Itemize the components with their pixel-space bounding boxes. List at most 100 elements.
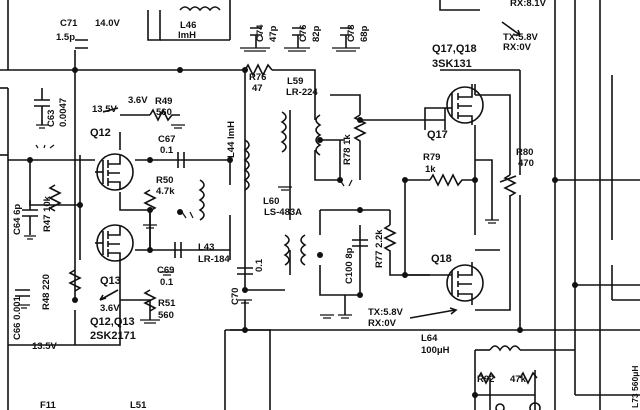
label-q12: Q12: [90, 127, 111, 139]
label-l59-ref: L59: [287, 76, 303, 87]
label-v135-bot: 13.5V: [32, 341, 57, 352]
label-r51-val: 560: [158, 310, 174, 321]
label-r76-val: 47: [252, 83, 263, 94]
resistor-r51: [143, 289, 157, 312]
label-c69-ref: C69: [157, 265, 174, 276]
label-tx58-bot: TX:5.8V: [368, 307, 404, 318]
bottom-right-symbol: [495, 402, 541, 410]
capacitor-c69: [174, 242, 182, 258]
label-c63-val: 0.0047: [58, 98, 69, 127]
junction-dots: [27, 67, 578, 398]
transistor-q17: [445, 84, 484, 125]
label-r79-val: 1k: [425, 164, 436, 175]
label-2sk2171: 2SK2171: [90, 330, 136, 342]
resistor-r77: [383, 224, 397, 255]
component-labels: C71 1.5p 14.0V L46 lmH C74 47p C76 82p C…: [12, 0, 640, 410]
capacitor-c64: [22, 200, 38, 235]
label-r49-ref: R49: [155, 96, 172, 107]
label-c76-val: 82p: [311, 25, 322, 42]
label-r76-ref: R76: [249, 72, 266, 83]
label-f11: F11: [40, 400, 57, 410]
label-c78-ref: C78: [346, 25, 357, 42]
transistor-q13: [95, 224, 134, 262]
label-q17q18: Q17,Q18: [432, 43, 477, 55]
resistor-r49: [149, 108, 180, 122]
resistor-r47: [48, 184, 62, 212]
resistor-r80: [499, 174, 517, 197]
resistor-r50: [143, 189, 183, 215]
resistor-r78: [353, 114, 367, 150]
label-rx-top: RX:8.1V: [510, 0, 547, 9]
capacitor-c76: [292, 27, 304, 48]
label-q17: Q17: [427, 129, 448, 141]
capacitor-c74: [250, 27, 262, 48]
label-tx58-top: TX:5.8V: [503, 32, 539, 43]
label-r50-ref: R50: [156, 175, 173, 186]
label-47k: 47k: [510, 374, 527, 385]
label-l60-val: LS-483A: [264, 207, 302, 218]
label-r48: R48 220: [41, 274, 52, 310]
label-r50-val: 4.7k: [156, 186, 175, 197]
label-l44: L44 lmH: [226, 121, 237, 158]
label-c74-val: 47p: [268, 25, 279, 42]
label-l64-val: 100μH: [421, 345, 450, 356]
label-c63-ref: C63: [46, 110, 57, 127]
label-l46-ref: L46: [180, 20, 196, 31]
label-v135: 13.5V: [92, 104, 117, 115]
label-q13: Q13: [100, 275, 121, 287]
ground-symbols: [18, 47, 499, 324]
label-l43-val: LR-184: [198, 254, 230, 265]
label-l64-ref: L64: [421, 333, 438, 344]
capacitor-c78: [340, 27, 352, 48]
inductor-l46: [179, 6, 221, 12]
label-c69-val: 0.1: [160, 277, 174, 288]
resistor-r48: [68, 269, 82, 292]
label-c66: C66 0.001: [12, 295, 23, 340]
label-c70-val: 0.1: [254, 258, 265, 272]
label-c74-ref: C74: [255, 24, 266, 42]
transistor-q18: [430, 262, 484, 305]
capacitor-c63: [34, 88, 50, 125]
label-c76-ref: C76: [298, 25, 309, 42]
label-c78-val: 68p: [359, 25, 370, 42]
label-c64: C64 6p: [12, 204, 23, 235]
capacitor-c100: [352, 239, 368, 247]
label-c71-ref: C71: [60, 18, 78, 29]
label-3sk131: 3SK131: [432, 58, 472, 70]
resistor-47k: [519, 371, 538, 385]
label-r77: R77 2.2k: [374, 229, 385, 268]
capacitor-c66: [15, 289, 30, 297]
inductor-l64: [489, 345, 521, 352]
label-q12q13: Q12,Q13: [90, 316, 135, 328]
label-c100: C100 8p: [344, 247, 355, 284]
resistor-r76: [244, 63, 273, 77]
label-l43-ref: L43: [198, 242, 214, 253]
inductor-l59: [280, 111, 287, 153]
label-r80-ref: R80: [516, 147, 533, 158]
label-v36-top: 3.6V: [128, 95, 148, 106]
label-rx0-bot: RX:0V: [368, 318, 397, 329]
label-q18: Q18: [431, 253, 452, 265]
label-r79-ref: R79: [423, 152, 440, 163]
label-r47: R47 10k: [42, 195, 53, 232]
label-c67-val: 0.1: [160, 145, 174, 156]
resistor-r92: [477, 371, 496, 385]
inductor-l60: [283, 234, 307, 266]
label-r80-val: 470: [518, 158, 534, 169]
transistor-q12: [95, 153, 134, 191]
label-c67-ref: C67: [158, 134, 175, 145]
inductor-l44: [243, 139, 250, 191]
label-r51-ref: R51: [158, 298, 176, 309]
label-r49-val: 560: [156, 107, 172, 118]
label-c71-val: 1.5p: [56, 32, 75, 43]
label-r78: R78 1k: [342, 134, 353, 165]
label-v14: 14.0V: [95, 18, 120, 29]
capacitor-c71: [75, 39, 88, 49]
label-l60-ref: L60: [263, 196, 279, 207]
arrows: [99, 21, 521, 319]
label-l73: L73 560μH: [630, 365, 640, 408]
label-v36-bot: 3.6V: [100, 303, 120, 314]
resistor-r79: [429, 173, 465, 187]
